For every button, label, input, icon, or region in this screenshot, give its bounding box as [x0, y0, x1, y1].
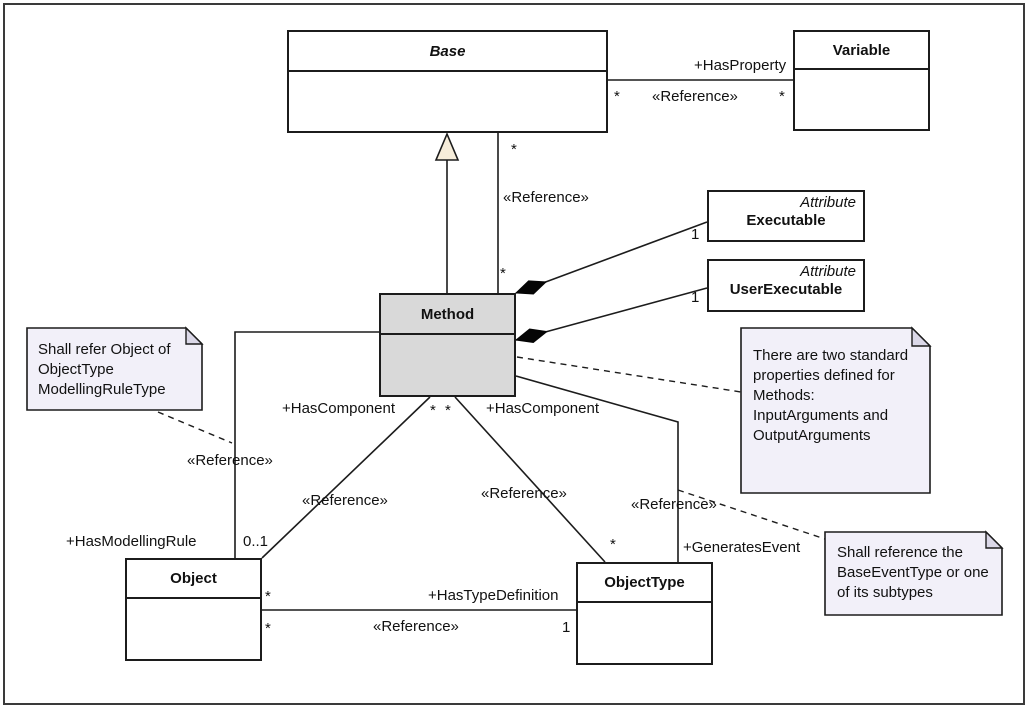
has-component-object-mult-method: * [430, 402, 436, 419]
class-variable-title: Variable [795, 32, 928, 70]
diagram-frame [3, 3, 1025, 705]
note-fold-icon [911, 326, 932, 347]
attribute-executable: Attribute Executable [707, 190, 865, 242]
class-base-title: Base [289, 32, 606, 72]
has-modelling-rule-mult: 0..1 [243, 533, 269, 550]
user-executable-mult: 1 [691, 289, 700, 306]
note-modelling-rule: Shall refer Object of ObjectType Modelli… [38, 341, 171, 398]
has-property-label: +HasProperty [694, 57, 787, 74]
has-modelling-rule-stereotype: «Reference» [187, 452, 273, 469]
attribute-executable-name: Executable [746, 212, 826, 229]
note-connector-modelling-rule [157, 411, 233, 444]
class-object-title: Object [127, 560, 260, 599]
note-method-properties-shape [740, 327, 931, 494]
edge-executable [515, 221, 708, 294]
has-component-object-label: +HasComponent [282, 400, 395, 417]
note-generates-event-shape [824, 531, 1003, 616]
executable-mult: 1 [691, 226, 700, 243]
note-generates-event: Shall reference the BaseEventType or one… [837, 544, 989, 601]
has-component-objecttype-stereotype: «Reference» [481, 485, 567, 502]
edge-has-modelling-rule [234, 331, 379, 558]
base-reference-mult-base: * [511, 141, 517, 158]
edge-has-component-objecttype [454, 396, 606, 563]
generates-event-label: +GeneratesEvent [683, 539, 801, 556]
has-component-objecttype-mult-method: * [445, 402, 451, 419]
has-component-objecttype-label: +HasComponent [486, 400, 599, 417]
note-connector-generates-event [677, 489, 826, 540]
has-type-definition-mult-objecttype: 1 [562, 619, 571, 636]
class-method: Method [379, 293, 516, 397]
has-property-stereotype: «Reference» [652, 88, 738, 105]
edge-generates-event [515, 375, 679, 562]
attribute-stereotype: Attribute [800, 194, 856, 211]
class-base: Base [287, 30, 608, 133]
note-method-properties: There are two standard properties define… [753, 347, 909, 444]
attribute-stereotype: Attribute [800, 263, 856, 280]
attribute-user-executable: Attribute UserExecutable [707, 259, 865, 312]
base-reference-stereotype: «Reference» [503, 189, 589, 206]
has-component-objecttype-mult-objecttype: * [610, 536, 616, 553]
class-objecttype-title: ObjectType [578, 564, 711, 603]
composition-diamond-icon [514, 280, 548, 295]
attribute-user-executable-name: UserExecutable [729, 281, 843, 298]
edge-has-component-object [261, 396, 431, 559]
note-fold-icon [985, 530, 1004, 549]
has-type-definition-mult-object: * [265, 620, 271, 637]
has-component-object-mult-object: * [265, 588, 271, 605]
note-fold-icon [185, 326, 204, 345]
class-object: Object [125, 558, 262, 661]
generalization-arrow-icon [434, 131, 460, 161]
has-property-mult-variable: * [779, 88, 785, 105]
has-component-object-stereotype: «Reference» [302, 492, 388, 509]
has-type-definition-stereotype: «Reference» [373, 618, 459, 635]
generates-event-stereotype: «Reference» [631, 496, 717, 513]
class-objecttype: ObjectType [576, 562, 713, 665]
has-type-definition-label: +HasTypeDefinition [428, 587, 559, 604]
has-property-mult-base: * [614, 88, 620, 105]
has-modelling-rule-label: +HasModellingRule [66, 533, 197, 550]
note-connector-method-properties [516, 356, 742, 393]
class-variable: Variable [793, 30, 930, 131]
class-method-title: Method [381, 295, 514, 335]
composition-diamond-icon [514, 328, 549, 344]
base-reference-mult-method: * [500, 265, 506, 282]
note-modelling-rule-shape [26, 327, 203, 411]
